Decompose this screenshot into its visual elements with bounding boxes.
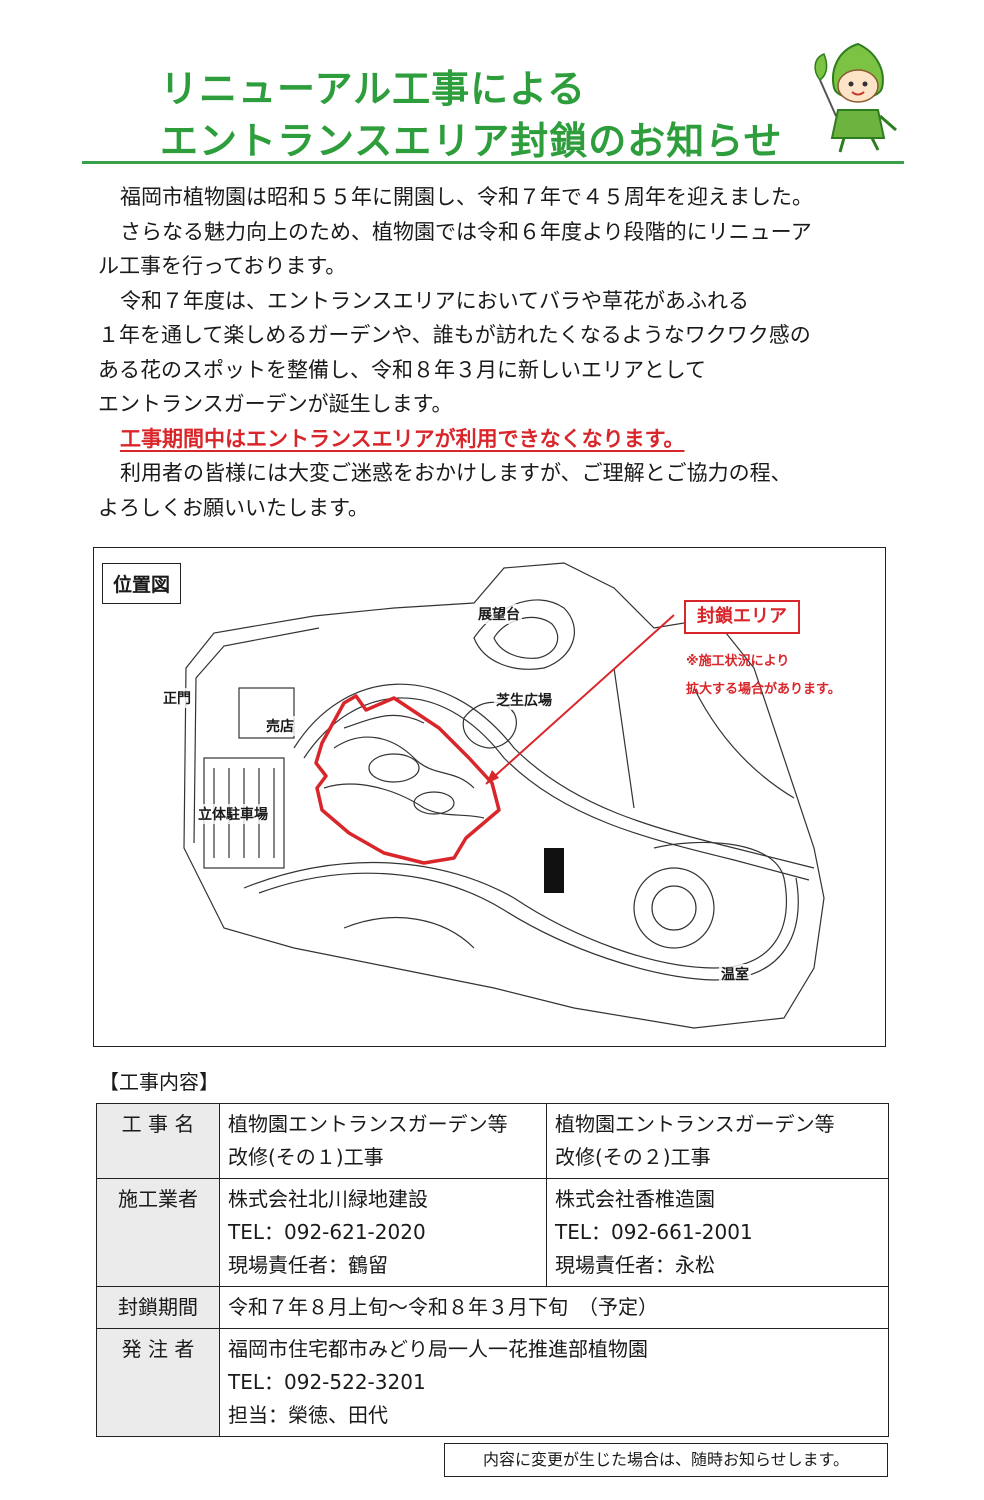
closed-area-note-2: 拡大する場合があります。 bbox=[686, 682, 841, 697]
table-cell: 株式会社香椎造園 TEL：092-661-2001 現場責任者：永松 bbox=[546, 1178, 889, 1287]
row-head: 封鎖期間 bbox=[96, 1286, 220, 1329]
cell-line: 現場責任者：永松 bbox=[555, 1253, 715, 1277]
table-row: 封鎖期間 令和７年８月上旬～令和８年３月下旬 （予定） bbox=[96, 1286, 889, 1329]
intro-line: ある花のスポットを整備し、令和８年３月に新しいエリアとして bbox=[98, 357, 706, 382]
label-main-gate: 正門 bbox=[161, 688, 193, 708]
intro-line: 利用者の皆様には大変ご迷惑をおかけしますが、ご理解とご協力の程、 bbox=[120, 461, 792, 485]
label-observatory: 展望台 bbox=[476, 604, 522, 624]
cell-line: TEL：092-621-2020 bbox=[228, 1220, 426, 1244]
cell-line: 改修(その２)工事 bbox=[555, 1145, 711, 1169]
section-title: 【工事内容】 bbox=[99, 1070, 219, 1094]
table-cell: 植物園エントランスガーデン等 改修(その２)工事 bbox=[546, 1103, 889, 1179]
cell-line: 福岡市住宅都市みどり局一人一花推進部植物園 bbox=[228, 1337, 648, 1361]
closure-warning: 工事期間中はエントランスエリアが利用できなくなります。 bbox=[120, 426, 685, 451]
label-greenhouse: 温室 bbox=[719, 964, 751, 984]
intro-line: よろしくお願いいたします。 bbox=[98, 495, 369, 520]
intro-line: ル工事を行っております。 bbox=[98, 254, 347, 278]
title-line-2: エントランスエリア封鎖のお知らせ bbox=[160, 119, 783, 163]
intro-line: １年を通して楽しめるガーデンや、誰もが訪れたくなるようなワクワク感の bbox=[98, 323, 811, 347]
table-cell: 令和７年８月上旬～令和８年３月下旬 （予定） bbox=[219, 1286, 889, 1329]
cell-line: TEL：092-661-2001 bbox=[555, 1220, 753, 1244]
table-row: 発 注 者 福岡市住宅都市みどり局一人一花推進部植物園 TEL：092-522-… bbox=[96, 1328, 889, 1437]
cell-line: TEL：092-522-3201 bbox=[228, 1370, 426, 1394]
location-map: 位置図 展望台 正門 売店 芝生広場 立体駐車場 温室 封鎖エリア ※施工状況に… bbox=[93, 547, 886, 1047]
construction-table: 工 事 名 植物園エントランスガーデン等 改修(その１)工事 植物園エントランス… bbox=[96, 1103, 889, 1437]
cell-line: 植物園エントランスガーデン等 bbox=[228, 1112, 508, 1136]
cell-line: 担当：榮徳、田代 bbox=[228, 1403, 388, 1427]
row-head: 施工業者 bbox=[96, 1178, 220, 1287]
table-row: 施工業者 株式会社北川緑地建設 TEL：092-621-2020 現場責任者：鶴… bbox=[96, 1178, 889, 1287]
intro-line: 令和７年度は、エントランスエリアにおいてバラや草花があふれる bbox=[120, 288, 749, 313]
table-cell: 株式会社北川緑地建設 TEL：092-621-2020 現場責任者：鶴留 bbox=[219, 1178, 547, 1287]
label-parking: 立体駐車場 bbox=[196, 804, 270, 824]
footnote: 内容に変更が生じた場合は、随時お知らせします。 bbox=[444, 1443, 888, 1477]
table-cell: 植物園エントランスガーデン等 改修(その１)工事 bbox=[219, 1103, 547, 1179]
title-underline bbox=[82, 161, 904, 164]
intro-line: 福岡市植物園は昭和５５年に開園し、令和７年で４５周年を迎えました。 bbox=[120, 185, 813, 209]
label-lawn: 芝生広場 bbox=[494, 690, 554, 710]
map-label: 位置図 bbox=[102, 563, 182, 604]
intro-line: さらなる魅力向上のため、植物園では令和６年度より段階的にリニューア bbox=[120, 219, 812, 244]
label-shop: 売店 bbox=[264, 716, 296, 736]
cell-line: 株式会社香椎造園 bbox=[555, 1187, 715, 1211]
closed-area-note-1: ※施工状況により bbox=[686, 654, 790, 669]
table-row: 工 事 名 植物園エントランスガーデン等 改修(その１)工事 植物園エントランス… bbox=[96, 1103, 889, 1179]
title-line-1: リニューアル工事による bbox=[160, 67, 586, 111]
row-head: 発 注 者 bbox=[96, 1328, 220, 1437]
cell-line: 現場責任者：鶴留 bbox=[228, 1253, 388, 1277]
cell-line: 株式会社北川緑地建設 bbox=[228, 1187, 428, 1211]
cell-line: 改修(その１)工事 bbox=[228, 1145, 384, 1169]
intro-text: 福岡市植物園は昭和５５年に開園し、令和７年で４５周年を迎えました。 さらなる魅力… bbox=[98, 180, 898, 525]
row-head: 工 事 名 bbox=[96, 1103, 220, 1179]
mascot-icon bbox=[814, 42, 897, 153]
intro-line: エントランスガーデンが誕生します。 bbox=[98, 392, 453, 416]
table-cell: 福岡市住宅都市みどり局一人一花推進部植物園 TEL：092-522-3201 担… bbox=[219, 1328, 889, 1437]
cell-line: 植物園エントランスガーデン等 bbox=[555, 1112, 835, 1136]
closed-area-label: 封鎖エリア bbox=[684, 600, 800, 634]
